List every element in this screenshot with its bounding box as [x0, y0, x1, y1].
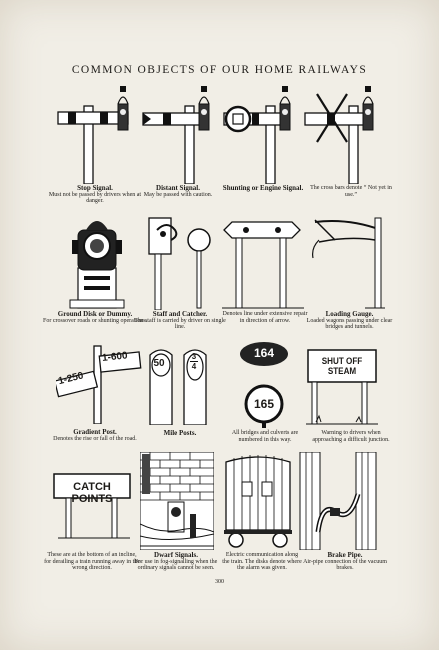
shut-off-steam-text: SHUT OFF STEAM — [321, 356, 363, 376]
bridge-number-top: 164 — [253, 346, 275, 360]
loading-gauge-illustration — [305, 210, 385, 310]
caption-text: Warning to drivers when approaching a di… — [312, 430, 390, 443]
caption-text: For crossover roads or shunting operatio… — [43, 317, 147, 324]
fraction-denominator: 4 — [191, 362, 197, 371]
caption-heading: Dwarf Signals. — [154, 551, 198, 559]
caption-text: Loaded wagons passing under clear bridge… — [306, 317, 393, 331]
caption-text: The staff is carried by driver on single… — [134, 317, 226, 331]
catch-points-text: CATCH POINTS — [71, 481, 113, 505]
fraction-bar — [190, 361, 198, 362]
caption-text: These are at the bottom of an incline, f… — [44, 552, 140, 572]
caption-heading: Distant Signal. — [156, 184, 200, 192]
caption-distant-signal: Distant Signal. May be passed with cauti… — [128, 185, 228, 198]
caption-ground-disk: Ground Disk or Dummy. For crossover road… — [40, 311, 150, 324]
caption-heading: Gradient Post. — [73, 428, 117, 436]
staff-catcher-illustration — [145, 210, 215, 310]
caption-brake-pipe: Brake Pipe. Air-pipe connection of the v… — [300, 552, 390, 572]
caption-text: Denotes the rise or fall of the road. — [53, 435, 137, 442]
caption-bridges: All bridges and culverts are numbered in… — [220, 430, 310, 443]
caption-text: Electric communication along the train. … — [222, 552, 302, 572]
caption-text: Must not be passed by drivers when at da… — [48, 191, 142, 205]
stop-signal-illustration — [56, 84, 138, 184]
brake-pipe-illustration — [298, 452, 378, 550]
gradient-post-illustration — [56, 340, 142, 424]
caption-heading: Loading Gauge. — [325, 310, 374, 318]
distant-signal-illustration — [141, 84, 223, 184]
caption-mile-posts: Mile Posts. — [150, 430, 210, 437]
ground-disk-illustration — [64, 210, 130, 310]
page-number: 300 — [215, 579, 224, 585]
caption-catch-points: These are at the bottom of an incline, f… — [44, 552, 140, 572]
caption-shunting-signal: Shunting or Engine Signal. — [218, 185, 308, 192]
caption-text: Denotes line under extensive repair in d… — [222, 311, 308, 324]
catch-points-illustration — [52, 470, 134, 542]
caption-text: The cross bars denote “ Not yet in use.” — [310, 185, 392, 198]
caption-junction-warning: Warning to drivers when approaching a di… — [308, 430, 394, 443]
caption-stop-signal: Stop Signal. Must not be passed by drive… — [40, 185, 150, 205]
caption-heading: Shunting or Engine Signal. — [222, 184, 304, 192]
shunting-signal-illustration — [222, 84, 302, 184]
caption-text: Air-pipe connection of the vacuum brakes… — [303, 558, 387, 572]
caption-heading: Stop Signal. — [77, 184, 113, 192]
caption-not-in-use: The cross bars denote “ Not yet in use.” — [306, 185, 396, 198]
repair-arrow-illustration — [222, 210, 304, 310]
page-title: COMMON OBJECTS OF OUR HOME RAILWAYS — [71, 64, 368, 76]
mile-post-fraction: 3 4 — [186, 352, 202, 371]
caption-text: For use in fog-signalling when the ordin… — [134, 558, 218, 572]
bridge-number-illustration — [234, 340, 294, 428]
caption-loading-gauge: Loading Gauge. Loaded wagons passing und… — [302, 311, 397, 331]
mile-post-number: 50 — [153, 358, 165, 369]
caption-electric-communication: Electric communication along the train. … — [222, 552, 302, 572]
fraction-numerator: 3 — [191, 352, 197, 361]
caption-heading: Brake Pipe. — [327, 551, 363, 559]
caption-heading: Ground Disk or Dummy. — [57, 310, 133, 318]
dwarf-signals-illustration — [140, 452, 214, 550]
bridge-number-bottom: 165 — [253, 397, 275, 411]
caption-staff-catcher: Staff and Catcher. The staff is carried … — [132, 311, 228, 331]
caption-heading: Mile Posts. — [163, 429, 197, 437]
shut-off-steam-illustration — [306, 344, 378, 426]
electric-communication-illustration — [222, 452, 294, 550]
not-in-use-signal-illustration — [303, 84, 385, 184]
caption-text: May be passed with caution. — [143, 191, 213, 198]
caption-dwarf-signals: Dwarf Signals. For use in fog-signalling… — [130, 552, 222, 572]
caption-gradient-post: Gradient Post. Denotes the rise or fall … — [40, 429, 150, 442]
caption-text: All bridges and culverts are numbered in… — [231, 430, 299, 443]
mile-posts-illustration — [148, 345, 210, 425]
caption-repair: Denotes line under extensive repair in d… — [220, 311, 310, 324]
caption-heading: Staff and Catcher. — [152, 310, 208, 318]
